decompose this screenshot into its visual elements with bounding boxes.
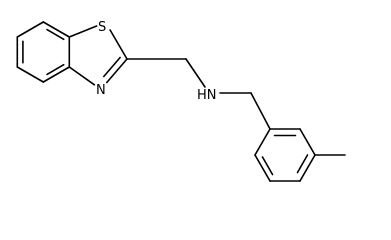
nitrogen-atom-label: N bbox=[96, 83, 106, 98]
structural-formula: S N HN bbox=[16, 20, 346, 182]
tolyl-ring bbox=[254, 128, 316, 182]
methylene-linker bbox=[126, 58, 206, 88]
sulfur-atom-label: S bbox=[98, 20, 106, 35]
amine-label: HN bbox=[197, 88, 217, 103]
benzothiazole-thiazole-ring: S N bbox=[68, 20, 128, 98]
benzyl-linker bbox=[219, 92, 271, 130]
benzothiazole-benzene-ring bbox=[16, 21, 71, 83]
